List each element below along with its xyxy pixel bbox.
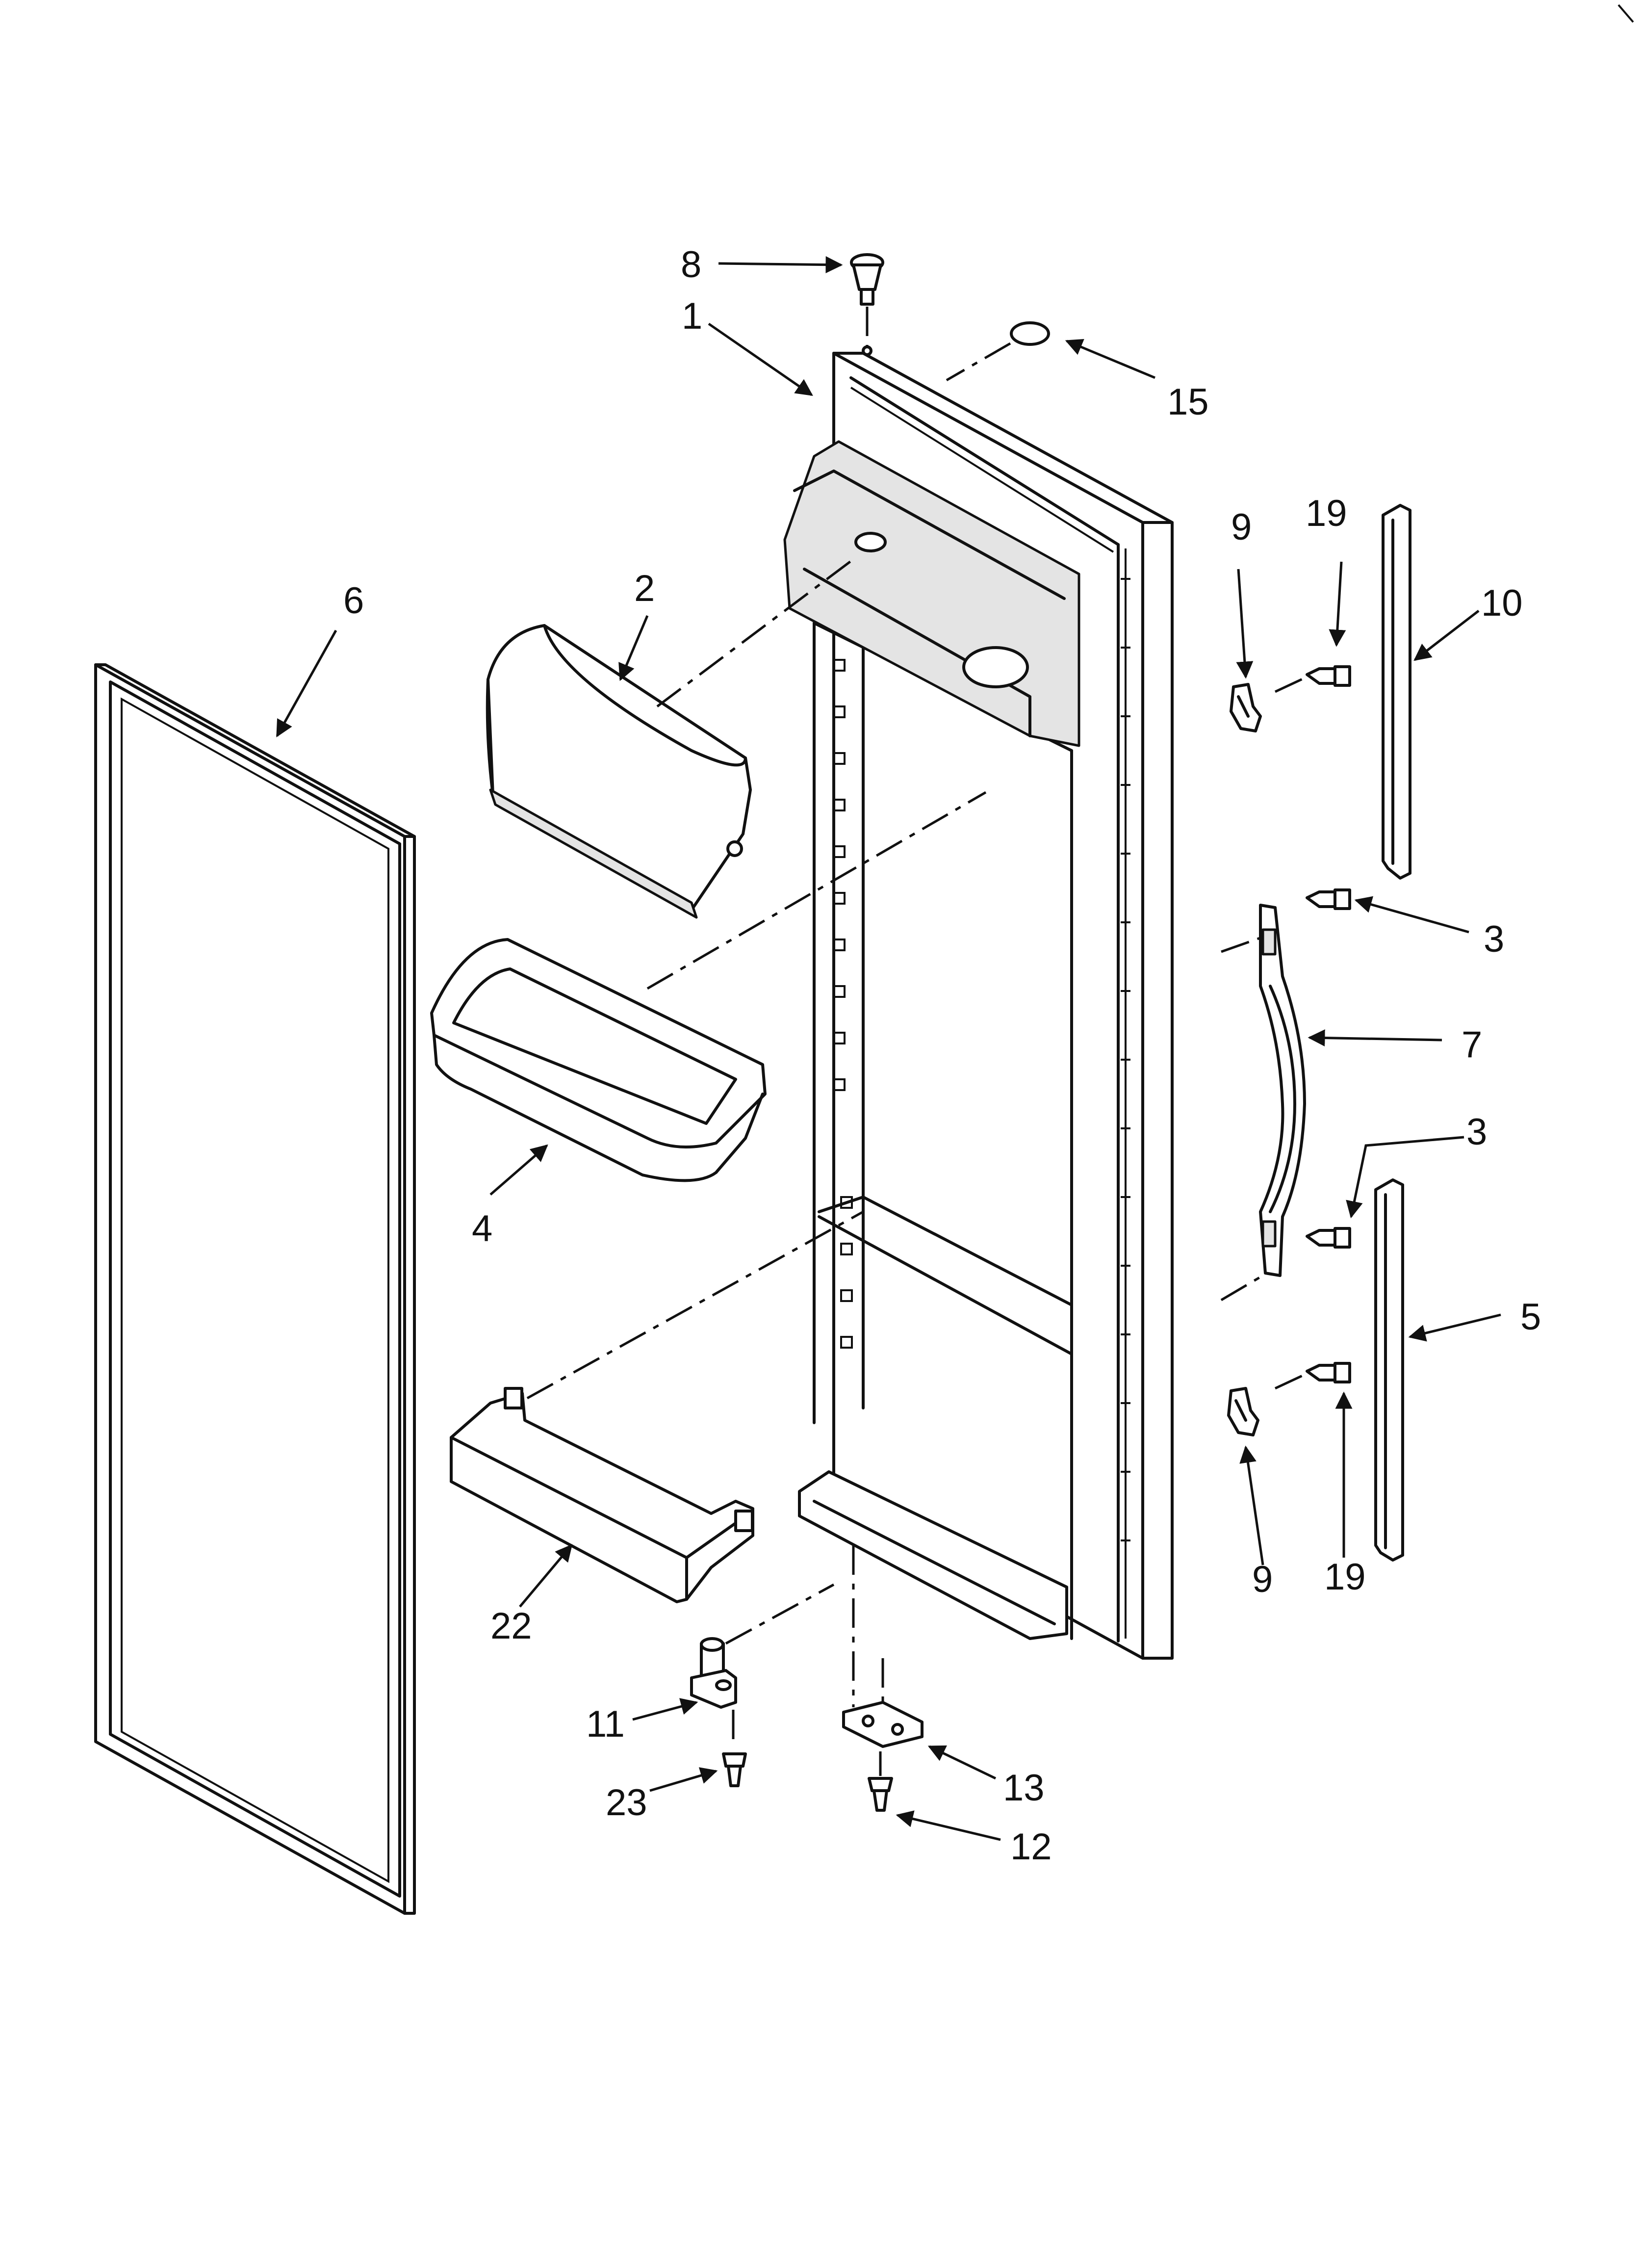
callout-11: 11: [586, 1703, 625, 1745]
callout-12: 12: [1010, 1826, 1052, 1868]
callout-5: 5: [1520, 1296, 1541, 1338]
callout-1: 1: [682, 295, 702, 337]
callout-2: 2: [634, 568, 655, 609]
hinge-bushing: [850, 253, 884, 356]
trim-strip-lower: [1374, 1178, 1404, 1562]
callout-labels: 8 1 15 2 6 9 19 10 3 7 3 5 9 19 4 22 11 …: [343, 244, 1541, 1868]
hinge-plate-screw: [868, 1777, 893, 1812]
callout-3-lower: 3: [1466, 1111, 1487, 1153]
door-gasket: [94, 663, 416, 1915]
bottom-bin: [450, 1210, 864, 1603]
callout-4: 4: [472, 1208, 492, 1250]
trim-screw-lower: [1274, 1362, 1351, 1390]
callout-10: 10: [1481, 582, 1523, 624]
door-liner: [783, 352, 1174, 1660]
dairy-door: [486, 558, 854, 919]
callout-23: 23: [606, 1782, 647, 1824]
handle-screw-lower: [1306, 1227, 1351, 1249]
callout-3-upper: 3: [1484, 918, 1504, 960]
trim-clip-upper: [1230, 683, 1262, 732]
plug-button: [946, 321, 1050, 382]
callout-22: 22: [490, 1605, 532, 1647]
callout-19-lower: 19: [1324, 1556, 1366, 1598]
hinge-plate: [842, 1545, 924, 1776]
trim-clip-lower: [1227, 1387, 1259, 1436]
callout-9-lower: 9: [1252, 1559, 1273, 1600]
callout-7: 7: [1462, 1024, 1482, 1066]
callout-9-upper: 9: [1231, 506, 1252, 548]
callout-19-upper: 19: [1306, 493, 1347, 534]
bottom-hinge: [690, 1583, 835, 1747]
corner-mark: [1617, 4, 1634, 23]
callout-6: 6: [343, 580, 364, 622]
gasket-teeth: [1121, 578, 1130, 1541]
callout-13: 13: [1003, 1767, 1045, 1809]
callout-8: 8: [681, 244, 701, 286]
shelf-bumps: [833, 659, 853, 1349]
trim-strip-upper: [1382, 504, 1411, 880]
leader-arrows: [276, 256, 1501, 1841]
hinge-screw-23: [722, 1752, 747, 1787]
handle-screw-upper: [1306, 888, 1351, 910]
trim-screw-upper: [1274, 665, 1351, 693]
callout-15: 15: [1167, 381, 1209, 423]
door-bin: [430, 791, 987, 1182]
door-handle: [1220, 904, 1306, 1302]
